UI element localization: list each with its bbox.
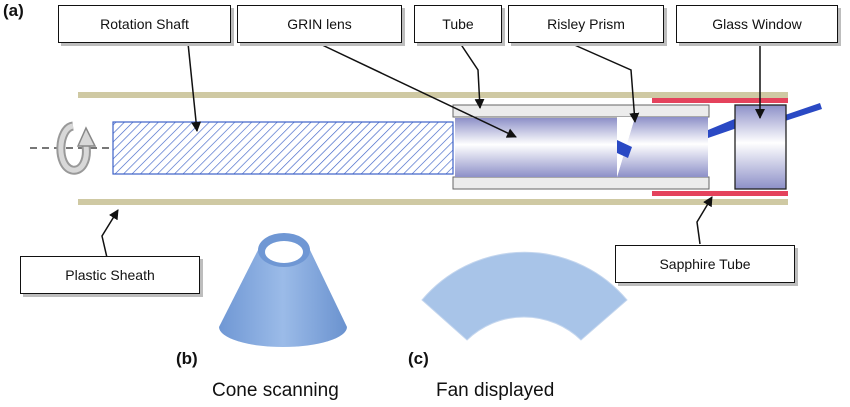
- tube-arrow: [459, 42, 485, 109]
- fan-displayed-caption: Fan displayed: [436, 380, 555, 401]
- glass-window-label: Glass Window: [676, 5, 838, 43]
- grin-lens-label: GRIN lens: [237, 5, 402, 43]
- rotation-shaft-label: Rotation Shaft: [58, 5, 231, 43]
- plastic-sheath-top: [78, 92, 788, 98]
- grin-lens-arrow: [317, 42, 517, 138]
- grin-lens: [455, 118, 617, 177]
- rotation-arrow-icon: [56, 121, 97, 175]
- plastic-sheath-label: Plastic Sheath: [20, 256, 200, 294]
- tube-top: [452, 104, 710, 118]
- sapphire-tube-top: [652, 98, 788, 103]
- rotation-shaft: [112, 121, 454, 175]
- plastic-sheath-arrow: [101, 209, 119, 263]
- glass-window: [734, 104, 787, 190]
- sapphire-tube-bottom: [652, 191, 788, 196]
- cone-scanning-shape: [219, 233, 347, 347]
- panel-label-c: (c): [408, 349, 429, 368]
- risley-prism-label: Risley Prism: [508, 5, 664, 43]
- laser-beam: [708, 118, 737, 138]
- risley-prism-arrow: [569, 42, 640, 123]
- panel-label-b: (b): [176, 349, 198, 368]
- sapphire-tube-arrow: [696, 196, 713, 245]
- tube-bottom: [452, 176, 710, 190]
- sapphire-tube-label: Sapphire Tube: [615, 245, 795, 283]
- cone-scanning-caption: Cone scanning: [212, 380, 339, 401]
- rotation-shaft-arrow: [187, 42, 202, 132]
- panel-label-a: (a): [3, 1, 24, 20]
- plastic-sheath-bottom: [78, 199, 788, 205]
- laser-beam-exit: [785, 103, 822, 121]
- fan-displayed-shape: [421, 251, 628, 341]
- tube-label: Tube: [414, 5, 502, 43]
- risley-prism: [617, 117, 708, 177]
